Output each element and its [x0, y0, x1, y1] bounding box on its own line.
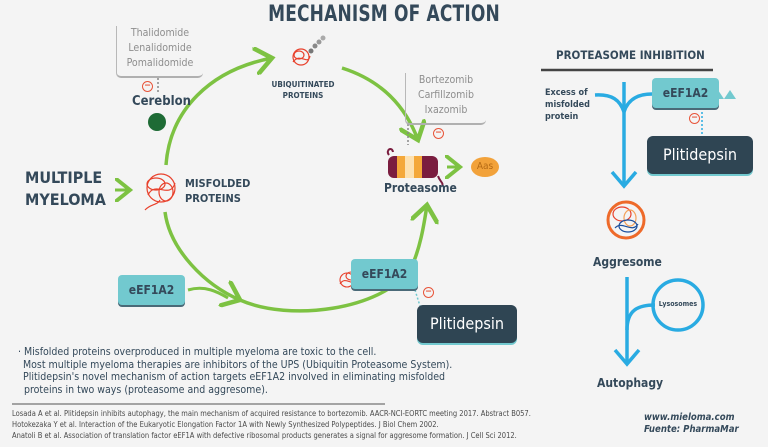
cereblon-label: Cereblon	[132, 94, 191, 109]
cycle-arrow-misfolded-to-ubiquitinated	[164, 58, 272, 166]
cycle-arrow-misfolded-down	[163, 211, 240, 300]
eef1a2-box-left: eEF1A2	[118, 275, 185, 305]
lysosomes-label: Lysosomes	[658, 300, 698, 308]
proteasome-inhibition-header: PROTEASOME INHIBITION	[556, 48, 705, 62]
plitidepsin-box-left: Plitidepsin	[417, 305, 517, 343]
cereblon-icon	[148, 113, 166, 131]
lysosome-branch	[625, 303, 656, 331]
eef1a2-box-right: eEF1A2	[351, 259, 418, 289]
proteasome-label: Proteasome	[384, 181, 457, 195]
excess-branch-left	[594, 93, 626, 113]
excess-misfolded-label: Excess of misfolded protein	[545, 88, 590, 122]
inhibit-icon: −	[423, 287, 434, 298]
aggresome-label: Aggresome	[593, 255, 662, 269]
imids-drug-box: Thalidomide Lenalidomide Pomalidomide	[116, 26, 203, 78]
page-title: MECHANISM OF ACTION	[268, 2, 500, 27]
source-label: Fuente: PharmaMar	[644, 424, 739, 435]
website-link[interactable]: www.mieloma.com	[644, 412, 735, 423]
description-text: · Misfolded proteins overproduced in mul…	[18, 346, 453, 396]
references: Losada A et al. Plitidepsin inhibits aut…	[12, 408, 612, 441]
eef-left-connector	[187, 286, 229, 300]
inhibit-icon: −	[142, 81, 153, 92]
misfolded-proteins-label: MISFOLDED PROTEINS	[185, 177, 251, 205]
autophagy-label: Autophagy	[597, 376, 664, 390]
proteasome-icon	[386, 148, 444, 187]
inhibit-icon: −	[689, 113, 700, 124]
aggresome-icon	[606, 200, 646, 240]
amino-acids-label: Aas	[471, 157, 499, 177]
cycle-arrow-ubiquitinated-to-proteasome	[341, 66, 418, 140]
drug-name: Pomalidomide	[126, 57, 194, 69]
ubiquitinated-label: UBIQUITINATED PROTEINS	[271, 80, 335, 100]
reference: Anatoli B et al. Association of translat…	[12, 431, 517, 440]
proteasome-inhibitor-box: Bortezomib Carfillzomib Ixazomib	[405, 73, 486, 125]
reference: Losada A et al. Plitidepsin inhibits aut…	[12, 409, 531, 418]
reference: Hotokezaka Y et al. Interaction of the E…	[12, 420, 439, 429]
drug-name: Carfillzomib	[417, 89, 475, 101]
multiple-myeloma-label: MULTIPLE MYELOMA	[25, 168, 106, 209]
ubiquitinated-protein-icon	[292, 35, 326, 66]
drug-name: Bortezomib	[418, 74, 474, 86]
drug-name: Lenalidomide	[128, 42, 192, 54]
excess-branch-right	[622, 92, 653, 113]
inhibit-icon: −	[433, 128, 444, 139]
lysosomes-circle	[651, 278, 705, 332]
plitidepsin-box-right: Plitidepsin	[647, 136, 753, 174]
drug-name: Ixazomib	[424, 104, 468, 116]
eef1a2-box-top: eEF1A2	[652, 78, 719, 108]
footer-credits: www.mieloma.com Fuente: PharmaMar	[644, 412, 739, 436]
drug-name: Thalidomide	[130, 27, 190, 39]
cycle-arrow-bottom-to-proteasome	[239, 205, 427, 313]
misfolded-protein-icon	[144, 173, 176, 211]
